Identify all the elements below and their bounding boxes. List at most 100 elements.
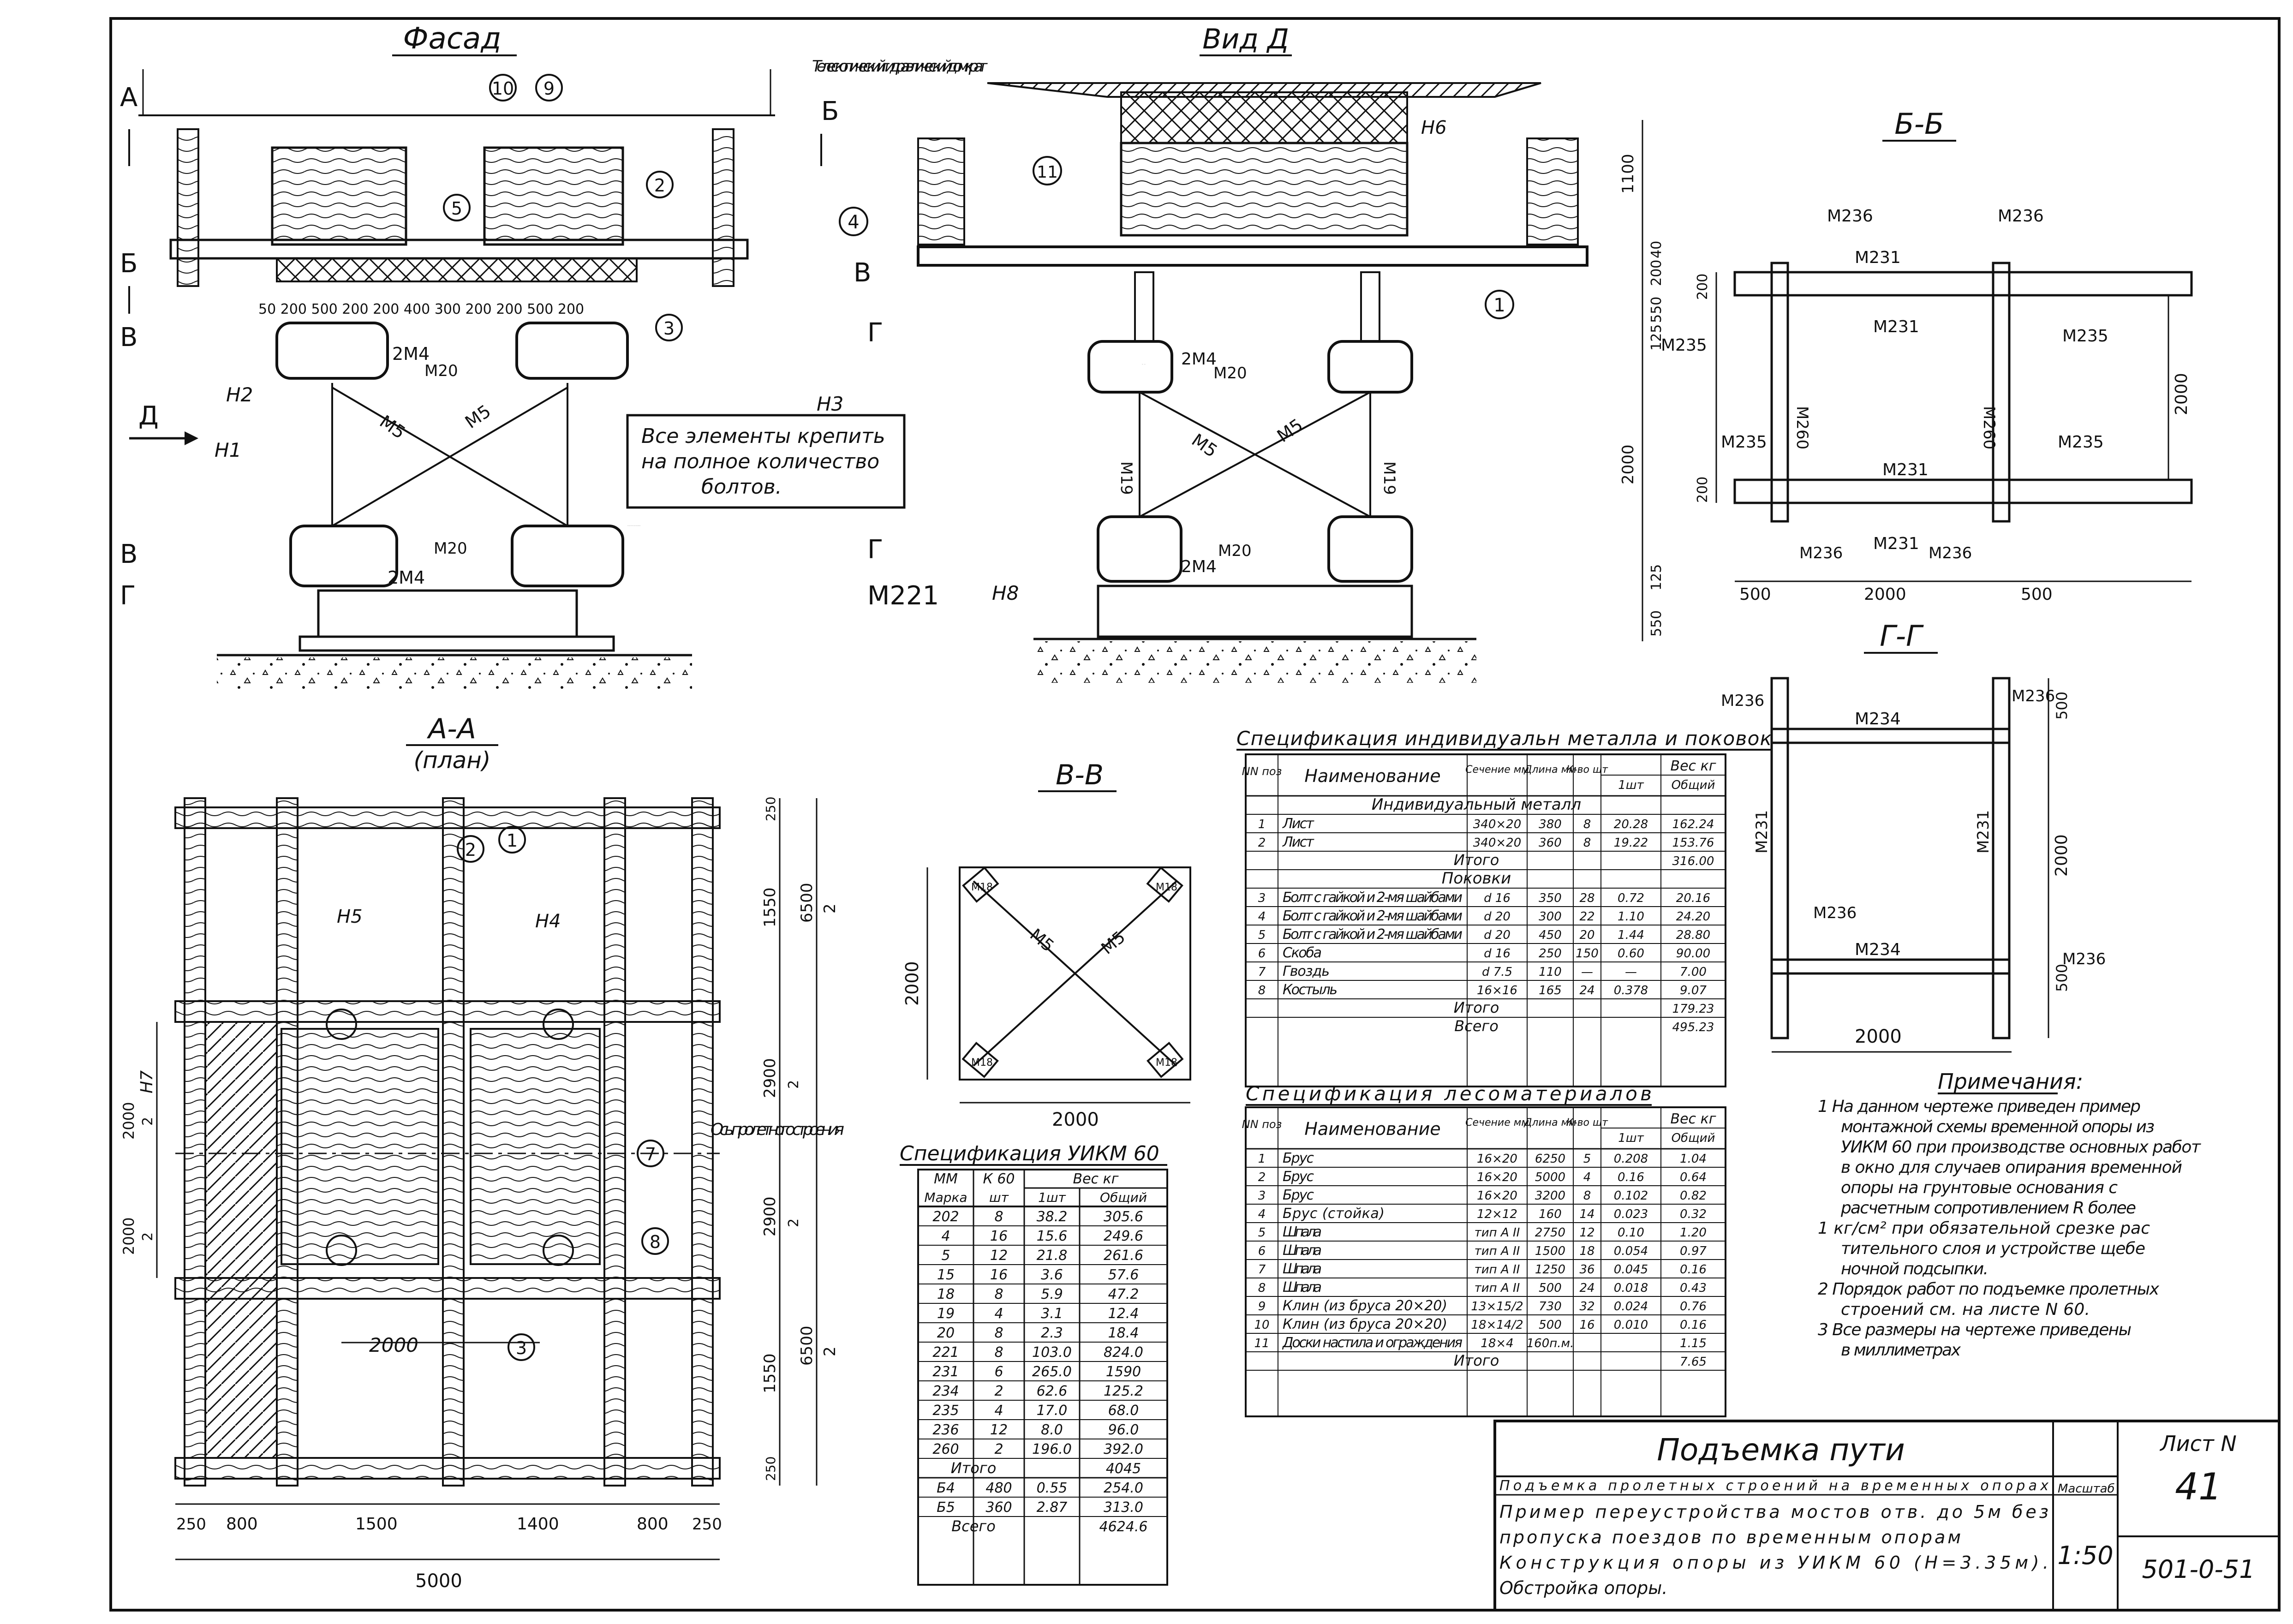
spec_metal-cell: — (1581, 965, 1593, 979)
ukm-itogo-value: 4045 (1106, 1461, 1141, 1477)
spec_wood-cell: 13×15/2 (1471, 1300, 1523, 1314)
ukm-cell: 18.4 (1108, 1325, 1139, 1341)
plan-callout-8: 8 (650, 1232, 661, 1252)
section-gg-m231a: М231 (1753, 810, 1771, 854)
ukm-cell: 15 (937, 1267, 955, 1283)
facade-label-m20: М20 (424, 362, 458, 380)
spec_wood-cell: 0.82 (1680, 1189, 1707, 1203)
spec_wood-cell: Брус (1283, 1187, 1314, 1203)
spec_metal-cell: 28 (1579, 891, 1594, 905)
plan-vdim-half-c: 2 (786, 1080, 802, 1089)
view-d-label-m20: М20 (1213, 364, 1247, 382)
spec_wood-cell: 6250 (1535, 1152, 1565, 1166)
spec_metal-vsego-label: Всего (1454, 1017, 1499, 1035)
section-bb-m231c: М231 (1882, 460, 1929, 479)
ukm-cell: 20 (937, 1325, 955, 1341)
spec_metal-cell: 450 (1539, 928, 1562, 942)
spec_metal-h-name: Наименование (1304, 766, 1440, 786)
view-d-vdim-200: 200 (1648, 260, 1665, 286)
spec_wood-cell: 730 (1539, 1300, 1562, 1314)
spec_metal-cell: 7 (1258, 965, 1266, 979)
plan-vdim-half-d: 2 (786, 1218, 802, 1227)
section-bb-m235c: М235 (1721, 433, 1767, 452)
spec_wood-cell: 12×12 (1477, 1207, 1517, 1221)
spec_metal-vsego: 495.23 (1672, 1021, 1714, 1034)
spec_metal-cell: 0.72 (1618, 891, 1644, 905)
notes-title: Примечания: (1938, 1069, 2083, 1094)
section-bb-m236d: М236 (1929, 544, 1972, 562)
note-line: 1 На данном чертеже приведен пример (1818, 1097, 2141, 1116)
spec_wood-cell: 8 (1258, 1281, 1266, 1295)
spec_metal-cell: 19.22 (1614, 836, 1648, 850)
title-line2: Пример переустройства мостов отв. до 5м … (1499, 1502, 2048, 1522)
ukm-cell: 12 (990, 1422, 1008, 1438)
ukm-cell: 57.6 (1108, 1267, 1139, 1283)
section-bb-m260a: М260 (1793, 406, 1811, 449)
section-bb-m235b: М235 (2062, 327, 2108, 346)
title-main: Подъемка пути (1657, 1432, 1905, 1468)
ukm-head-weight: Вес кг (1073, 1171, 1119, 1187)
section-gg: Г-Г М236 М236 М234 М231 М231 М236 М234 М… (1721, 619, 2106, 1053)
spec_wood-cell: Клин (из бруса 20×20) (1283, 1316, 1447, 1332)
spec_wood-cell: 0.045 (1614, 1263, 1648, 1277)
ukm-cell: 3.6 (1041, 1267, 1063, 1283)
spec_wood-cell: 2 (1258, 1170, 1266, 1184)
plan-total: 5000 (415, 1570, 462, 1592)
spec_metal-cell: d 20 (1484, 910, 1511, 924)
ukm-cell: 5 (941, 1248, 950, 1264)
spec_metal-cell: 9.07 (1680, 984, 1707, 997)
title-line3: пропуска поездов по временным опорам (1499, 1527, 1961, 1547)
spec_wood-cell: 12 (1579, 1226, 1594, 1240)
plan-vdim-half-a: 2 (821, 903, 839, 914)
note-line: 1 кг/см² при обязательной срезке рас (1818, 1219, 2150, 1238)
ukm-cell: 305.6 (1104, 1209, 1143, 1225)
spec_metal-cell: d 16 (1484, 947, 1511, 961)
notes: Примечания: 1 На данном чертеже приведен… (1818, 1069, 2201, 1360)
ukm-cell: 125.2 (1104, 1383, 1143, 1399)
ukm-cell: 254.0 (1104, 1480, 1143, 1496)
spec_wood-cell: 0.018 (1614, 1281, 1648, 1295)
ukm-itogo-label: Итого (951, 1459, 997, 1477)
spec_wood-cell: Шпала (1283, 1261, 1322, 1277)
title-code: 501-0-51 (2142, 1555, 2255, 1584)
spec_wood-cell: 36 (1579, 1263, 1594, 1277)
spec_wood-cell: 5 (1258, 1226, 1266, 1240)
spec_wood-cell: Брус (стойка) (1283, 1206, 1385, 1222)
spec_wood-cell: 4 (1583, 1170, 1591, 1184)
spec_wood-cell: тип А II (1475, 1263, 1520, 1277)
spec_metal-cell: 162.24 (1672, 818, 1714, 831)
ukm-cell: 47.2 (1108, 1286, 1139, 1302)
spec_metal-cell: 1 (1258, 818, 1266, 831)
spec_wood-cell: Клин (из бруса 20×20) (1283, 1298, 1447, 1314)
ukm-head-1sht: 1шт (1038, 1190, 1066, 1205)
section-bb-dim-200a: 200 (1695, 274, 1711, 300)
section-bb-m236a: М236 (1827, 207, 1873, 226)
section-bb-m231b: М231 (1873, 317, 1919, 336)
spec_wood-cell: 18×14/2 (1471, 1318, 1523, 1332)
plan-vdim-half-b: 2 (821, 1346, 839, 1356)
spec_wood-h-len: Длина мм (1523, 1117, 1576, 1128)
ukm-cell: 0.55 (1037, 1480, 1068, 1496)
note-line: УИКМ 60 при производстве основных работ (1841, 1138, 2201, 1157)
ukm-head-mark: Марка (924, 1190, 967, 1205)
spec_metal-cell: 1.44 (1618, 928, 1644, 942)
spec_wood-cell: 1.15 (1680, 1337, 1707, 1350)
spec_wood-cell: 3 (1258, 1189, 1266, 1203)
spec_wood-cell: тип А II (1475, 1281, 1520, 1295)
spec_wood-cell: 0.102 (1614, 1189, 1648, 1203)
spec_wood-cell: 0.64 (1680, 1170, 1707, 1184)
ukm-cell: 8 (994, 1325, 1003, 1341)
view-d-callout-1: 1 (1493, 295, 1505, 316)
ukm-cell: 8 (994, 1286, 1003, 1302)
spec_metal-itogo-label: Итого (1454, 999, 1499, 1016)
spec-metal-table: Спецификация индивидуальн металла и поко… (1236, 727, 1772, 1087)
ukm-cell: 265.0 (1032, 1364, 1072, 1380)
spec_metal-cell: 4 (1258, 910, 1266, 924)
ukm-cell: 392.0 (1104, 1441, 1143, 1457)
facade-mark-a: А (120, 83, 137, 113)
view-d-m221-1: М221 (1144, 364, 1146, 365)
plan-vdim-6500b: 6500 (798, 1325, 816, 1366)
title-line4: Конструкция опоры из УИКМ 60 (Н=3.35м). (1499, 1552, 2048, 1573)
ukm-cell: 8.0 (1041, 1422, 1063, 1438)
plan-vdim-2900a: 2900 (761, 1058, 779, 1098)
